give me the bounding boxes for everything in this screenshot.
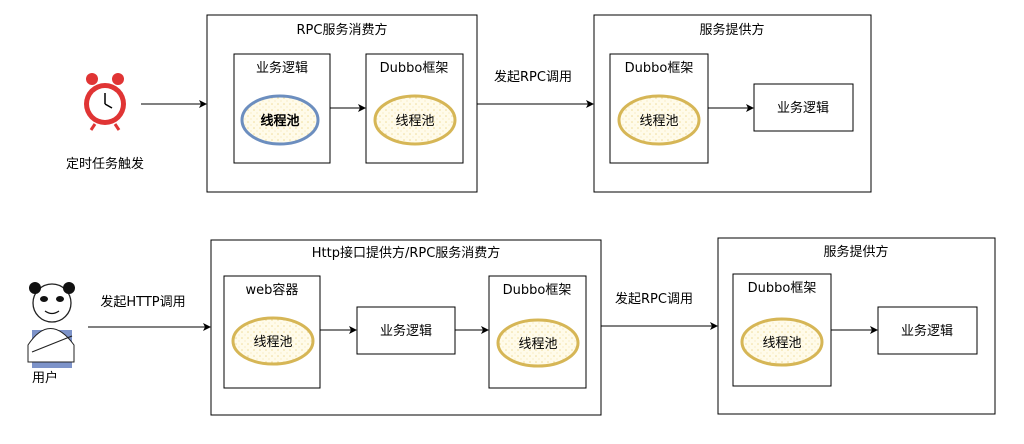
rpc-consumer-title: RPC服务消费方 <box>297 22 388 38</box>
web-container-title: web容器 <box>246 282 299 298</box>
panda-meme-user-icon <box>27 282 75 368</box>
trigger-label: 定时任务触发 <box>66 156 144 172</box>
rpc-call-label: 发起RPC调用 <box>494 69 572 85</box>
gateway-biz-box <box>356 306 456 355</box>
dubbo-title: Dubbo框架 <box>380 61 449 76</box>
thread-pool-blue-label: 线程池 <box>260 113 299 129</box>
bottom-provider-title: 服务提供方 <box>823 244 888 260</box>
provider-biz-box <box>753 83 854 132</box>
gateway-dubbo-thread-pool <box>496 318 580 368</box>
gateway-title: Http接口提供方/RPC服务消费方 <box>312 245 501 261</box>
provider-title: 服务提供方 <box>699 22 764 38</box>
thread-pool-label: 线程池 <box>395 114 434 129</box>
bottom-provider-biz-label: 业务逻辑 <box>901 323 953 339</box>
biz-logic-title: 业务逻辑 <box>256 60 308 76</box>
bottom-rpc-call-label: 发起RPC调用 <box>615 291 693 307</box>
web-thread-pool <box>231 316 315 366</box>
provider-biz-label: 业务逻辑 <box>777 100 829 116</box>
thread-pool-blue <box>240 94 320 146</box>
provider-thread-pool-label: 线程池 <box>639 114 678 129</box>
gateway-dubbo-title: Dubbo框架 <box>503 283 572 298</box>
provider-thread-pool <box>617 94 701 146</box>
gateway-dubbo-thread-pool-label: 线程池 <box>518 337 557 352</box>
web-thread-pool-label: 线程池 <box>253 335 292 350</box>
gateway-biz-label: 业务逻辑 <box>380 323 432 339</box>
bottom-provider-dubbo-title: Dubbo框架 <box>748 281 817 296</box>
provider-dubbo-title: Dubbo框架 <box>625 61 694 76</box>
thread-pool-gold <box>373 94 457 146</box>
bottom-provider-thread-pool-label: 线程池 <box>762 336 801 351</box>
http-call-label: 发起HTTP调用 <box>100 294 185 310</box>
bottom-provider-thread-pool <box>740 317 824 367</box>
user-label: 用户 <box>32 370 58 386</box>
alarm-clock-icon <box>84 73 126 131</box>
bottom-provider-biz-box <box>877 306 978 355</box>
